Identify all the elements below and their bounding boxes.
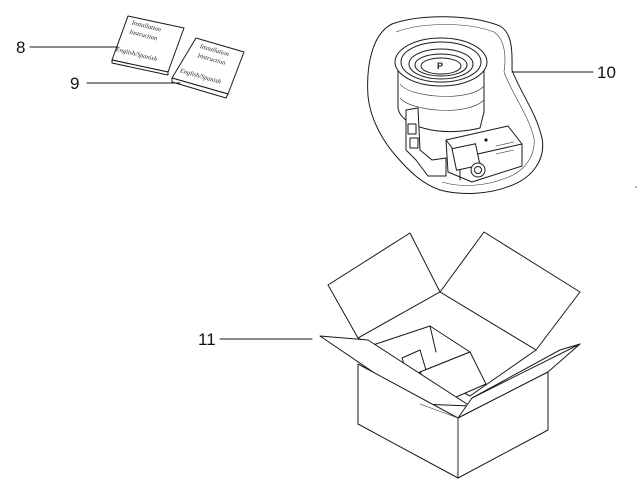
stray-dot: [635, 186, 637, 188]
callout-label-11: 11: [198, 330, 216, 349]
instruction-booklet-8: Installation Instruction English/Spanish: [111, 15, 185, 76]
instruction-booklet-9: Installation Instruction English/Spanish: [171, 37, 245, 99]
callout-label-10: 10: [597, 63, 616, 82]
shipping-box-11: [319, 231, 581, 479]
callout-11: 11: [198, 330, 313, 349]
speaker-logo-icon: P: [437, 61, 443, 71]
callout-label-8: 8: [16, 38, 25, 57]
speaker-in-bag-10: P: [367, 16, 544, 194]
callout-8: 8: [16, 38, 119, 57]
callout-10: 10: [511, 63, 616, 82]
callout-label-9: 9: [70, 74, 79, 93]
callout-9: 9: [70, 74, 181, 93]
